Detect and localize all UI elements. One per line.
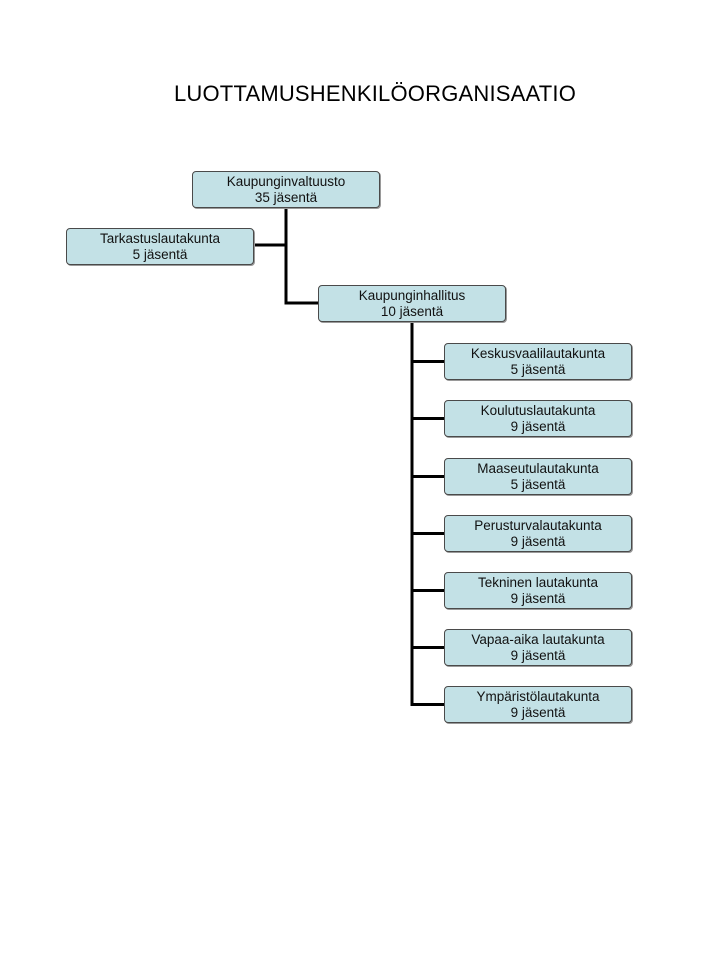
node-committee: Maaseutulautakunta 5 jäsentä [444,458,632,495]
node-name: Kaupunginhallitus [358,287,466,303]
node-members: 9 jäsentä [510,704,566,720]
node-members: 5 jäsentä [510,476,566,492]
node-name: Perusturvalautakunta [474,517,602,533]
node-name: Kaupunginvaltuusto [226,173,346,189]
node-members: 5 jäsentä [132,246,188,262]
node-name: Keskusvaalilautakunta [470,345,606,361]
page-title: LUOTTAMUSHENKILÖORGANISAATIO [173,81,577,106]
node-committee: Perusturvalautakunta 9 jäsentä [444,515,632,552]
node-committee: Tekninen lautakunta 9 jäsentä [444,572,632,609]
node-committee: Vapaa-aika lautakunta 9 jäsentä [444,629,632,666]
node-name: Ympäristölautakunta [476,688,600,704]
node-name: Tarkastuslautakunta [99,230,221,246]
node-name: Vapaa-aika lautakunta [471,631,605,647]
node-members: 9 jäsentä [510,647,566,663]
node-committee: Keskusvaalilautakunta 5 jäsentä [444,343,632,380]
node-committee: Koulutuslautakunta 9 jäsentä [444,400,632,437]
node-members: 10 jäsentä [380,303,444,319]
node-committee: Ympäristölautakunta 9 jäsentä [444,686,632,723]
node-members: 9 jäsentä [510,533,566,549]
node-kaupunginhallitus: Kaupunginhallitus 10 jäsentä [318,285,506,322]
node-members: 9 jäsentä [510,418,566,434]
node-tarkastuslautakunta: Tarkastuslautakunta 5 jäsentä [66,228,254,265]
node-name: Maaseutulautakunta [477,460,599,476]
node-name: Koulutuslautakunta [480,402,596,418]
node-members: 5 jäsentä [510,361,566,377]
node-kaupunginvaltuusto: Kaupunginvaltuusto 35 jäsentä [192,171,380,208]
node-name: Tekninen lautakunta [477,574,599,590]
node-members: 35 jäsentä [254,189,318,205]
node-members: 9 jäsentä [510,590,566,606]
